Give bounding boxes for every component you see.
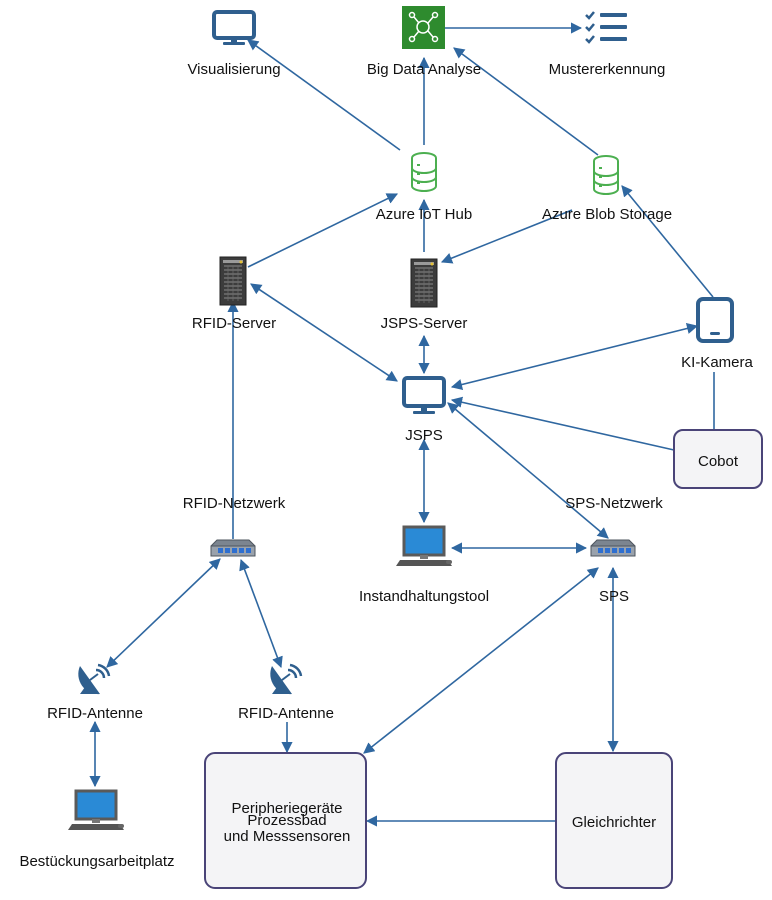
label-iot-hub: Azure IoT Hub: [376, 206, 472, 223]
label-blob-storage: Azure Blob Storage: [542, 206, 672, 223]
switch-icon[interactable]: [210, 539, 256, 557]
network-graph-icon[interactable]: [402, 6, 445, 49]
label-peripherie-2: Prozessbad: [247, 812, 326, 829]
label-cobot: Cobot: [698, 453, 739, 470]
label-big-data: Big Data Analyse: [367, 61, 481, 78]
label-jsps-server: JSPS-Server: [381, 315, 468, 332]
edge-kamera-blob: [621, 185, 714, 298]
label-rfid-server: RFID-Server: [192, 315, 276, 332]
label-peripherie-3: und Messsensoren: [224, 828, 351, 845]
label-ki-kamera: KI-Kamera: [681, 354, 753, 371]
label-jsps: JSPS: [405, 427, 443, 444]
database-icon[interactable]: [593, 155, 619, 195]
label-gleichrichter: Gleichrichter: [572, 814, 656, 831]
monitor-icon[interactable]: [402, 376, 446, 416]
tablet-icon[interactable]: [696, 297, 734, 343]
edge-rfidnetz-antenne1: [106, 558, 221, 668]
satellite-dish-icon[interactable]: [77, 663, 111, 696]
edge-iothub-visual: [247, 39, 401, 151]
label-visualisierung: Visualisierung: [187, 61, 280, 78]
label-sps: SPS: [599, 588, 629, 605]
monitor-icon[interactable]: [212, 10, 256, 45]
satellite-dish-icon[interactable]: [269, 663, 303, 696]
gleichrichter-box[interactable]: [555, 752, 673, 889]
label-rfid-netzwerk: RFID-Netzwerk: [183, 495, 286, 512]
edge-rfidserver-jsps: [250, 283, 398, 382]
label-peripherie-1: Peripheriegeräte: [232, 800, 343, 817]
database-icon[interactable]: [411, 152, 437, 192]
edge-rfidnetz-antenne2: [239, 558, 283, 669]
label-instandhaltung: Instandhaltungstool: [359, 588, 489, 605]
edge-blob-bigdata: [453, 47, 599, 156]
peripherie-box[interactable]: [204, 752, 367, 889]
edge-rfidserver-iothub: [247, 193, 399, 268]
label-bestueckung: Bestückungsarbeitplatz: [19, 853, 174, 870]
label-mustererkennung: Mustererkennung: [549, 61, 666, 78]
edge-kamera-jsps: [450, 323, 699, 390]
label-sps-netzwerk: SPS-Netzwerk: [565, 495, 663, 512]
label-rfid-antenne: RFID-Antenne: [47, 705, 143, 722]
desktop-pc-icon[interactable]: [394, 525, 454, 568]
label-rfid-antenne: RFID-Antenne: [238, 705, 334, 722]
edge-cobot-jsps: [450, 396, 675, 451]
desktop-pc-icon[interactable]: [66, 789, 126, 832]
edges: [89, 22, 715, 827]
server-rack-icon[interactable]: [219, 256, 247, 306]
server-rack-icon[interactable]: [410, 258, 438, 308]
edge-sps-peripherie: [363, 567, 599, 754]
checklist-icon[interactable]: [585, 11, 627, 44]
cobot-box[interactable]: [673, 429, 763, 489]
switch-icon[interactable]: [590, 539, 636, 557]
edge-blob-jspsserver: [440, 209, 573, 264]
labels: Visualisierung Big Data Analyse Musterer…: [19, 61, 753, 870]
edge-jsps-sps: [447, 402, 609, 539]
